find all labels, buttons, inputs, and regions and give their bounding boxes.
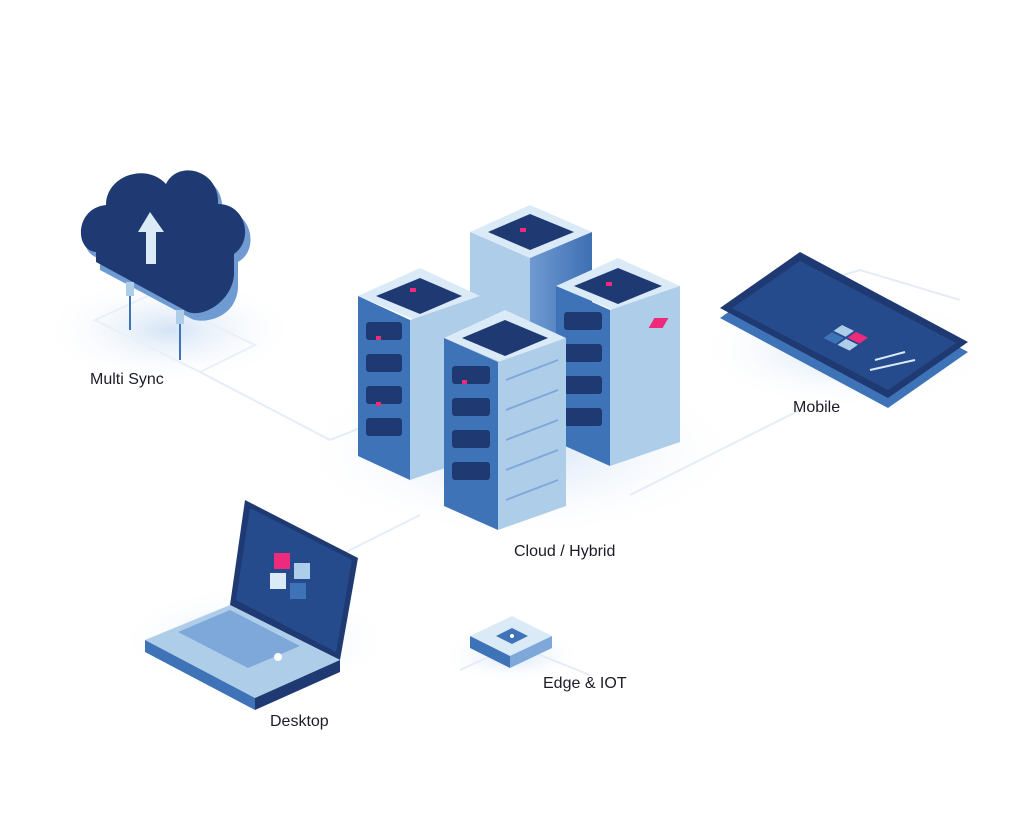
cloud-upload-icon — [80, 170, 251, 360]
edge-device-icon — [470, 616, 552, 668]
laptop-icon — [145, 500, 358, 710]
label-multi-sync: Multi Sync — [90, 371, 164, 388]
label-mobile: Mobile — [793, 399, 841, 416]
label-desktop: Desktop — [270, 713, 329, 730]
label-edge-iot: Edge & IOT — [543, 675, 627, 692]
label-cloud-hybrid: Cloud / Hybrid — [514, 543, 616, 560]
smartphone-icon — [648, 252, 968, 408]
server-rack-icon — [358, 205, 680, 530]
